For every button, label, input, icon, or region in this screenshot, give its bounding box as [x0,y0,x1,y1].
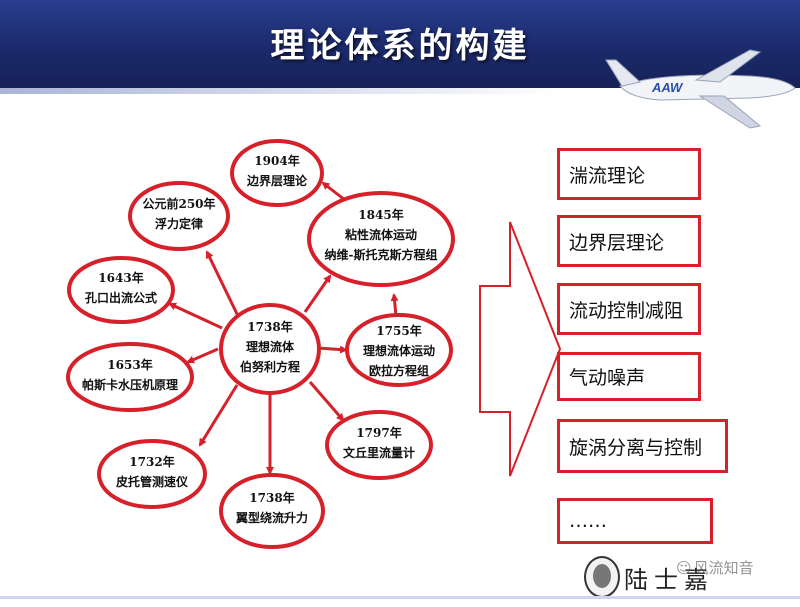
center-line2: 理想流体 [246,339,295,354]
node-boundary-1904-line2: 边界层理论 [246,173,308,188]
portrait-seal [584,556,620,598]
title-bar [0,0,800,88]
node-pitot-line1: 1732年 [129,454,174,469]
topic-more: …… [557,498,713,544]
node-pitot-line2: 皮托管测速仪 [115,474,189,489]
arrow-to-venturi [308,381,345,422]
arrow-to-pitot [198,384,239,447]
slide-title: 理论体系的构建 [270,26,530,66]
arrow-to-navier-stokes [303,274,332,313]
node-euler-line3: 欧拉方程组 [369,363,429,378]
node-boundary-1904: 1904年 边界层理论 [230,139,324,207]
topic-aeroacoustics: 气动噪声 [557,352,701,401]
node-airfoil: 1738年 翼型绕流升力 [219,473,325,549]
arrows [168,181,399,475]
node-orifice: 1643年 孔口出流公式 [67,256,175,324]
node-pascal-line1: 1653年 [107,357,152,372]
node-orifice-line1: 1643年 [98,270,143,285]
node-buoyancy: 公元前250年 浮力定律 [128,181,230,251]
airplane-icon: AAW [605,49,796,129]
node-pitot: 1732年 皮托管测速仪 [97,439,207,509]
arrow-to-euler [317,345,348,354]
node-venturi: 1797年 文丘里流量计 [325,410,433,480]
arrow-to-pascal [186,347,219,364]
node-pascal-line2: 帕斯卡水压机原理 [82,377,178,392]
node-navier-stokes-line2: 粘性流体运动 [345,227,417,242]
node-center: 1738年 理想流体 伯努利方程 [219,303,321,395]
airplane-livery-text: AAW [651,80,684,95]
node-euler: 1755年 理想流体运动 欧拉方程组 [345,313,453,387]
node-orifice-line2: 孔口出流公式 [85,290,157,305]
node-buoyancy-line2: 浮力定律 [155,216,203,231]
topic-flow-control: 流动控制减阻 [557,283,701,335]
node-airfoil-line2: 翼型绕流升力 [235,510,308,525]
big-right-arrow [479,221,562,477]
center-line3: 伯努利方程 [240,359,300,374]
arrow-euler-to-ns [390,293,399,317]
center-line1: 1738年 [247,319,292,334]
arrow-to-orifice [168,302,223,330]
topic-vortex: 旋涡分离与控制 [557,419,728,473]
node-buoyancy-line1: 公元前250年 [142,196,215,211]
portrait-face [593,564,611,588]
node-venturi-line2: 文丘里流量计 [343,445,415,460]
footer-name: 陆士嘉 [624,566,714,594]
node-navier-stokes-line3: 纳维-斯托克斯方程组 [325,247,438,262]
node-navier-stokes-line1: 1845年 [358,207,403,222]
node-airfoil-line1: 1738年 [249,490,294,505]
topic-boundary-layer: 边界层理论 [557,215,701,267]
node-pascal: 1653年 帕斯卡水压机原理 [66,342,194,412]
node-euler-line2: 理想流体运动 [363,343,435,358]
title-bar-band [0,88,800,94]
arrow-to-buoyancy [205,250,240,317]
node-boundary-1904-line1: 1904年 [254,153,299,168]
footer-line [0,596,800,599]
arrow-ns-to-boundary [321,181,346,202]
watermark: ☺ 风流知音 [676,557,754,578]
node-euler-line1: 1755年 [376,323,421,338]
node-navier-stokes: 1845年 粘性流体运动 纳维-斯托克斯方程组 [307,191,455,287]
topic-turbulence: 湍流理论 [557,148,701,200]
watermark-text: 风流知音 [693,559,754,577]
node-venturi-line1: 1797年 [356,425,401,440]
chat-icon: ☺ [676,558,692,577]
